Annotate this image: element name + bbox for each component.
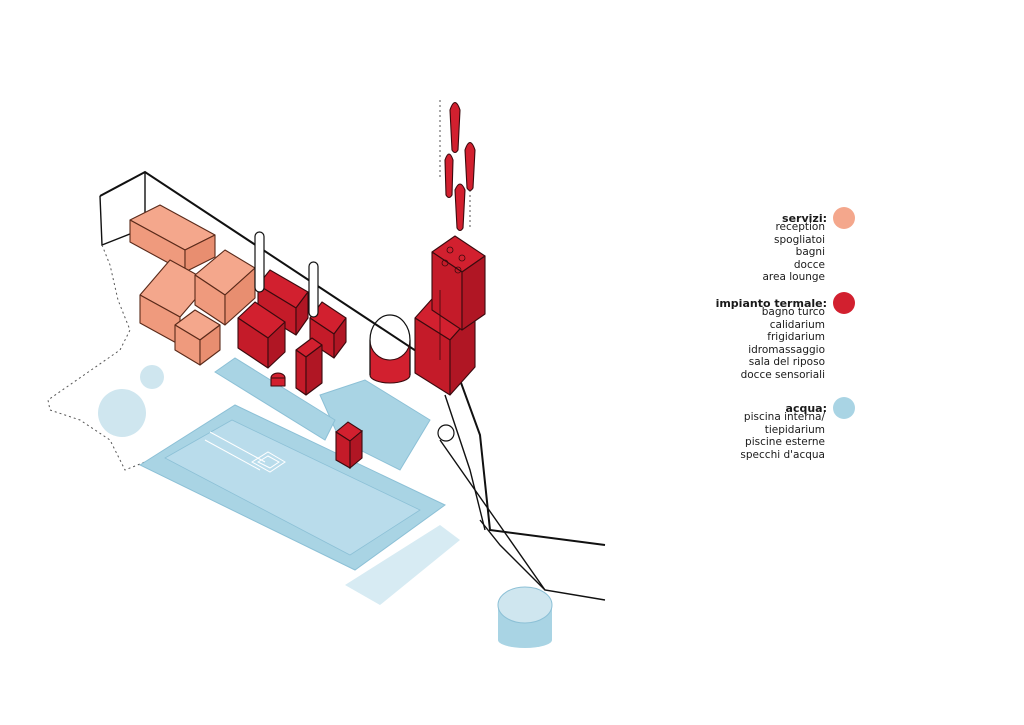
red-cube-pool (335, 421, 363, 470)
site-outline (99, 170, 606, 601)
legend-item: spogliatoi (774, 233, 825, 246)
tubes (254, 231, 411, 375)
legend-item: piscine esterne (745, 436, 825, 449)
water-circle-large (98, 389, 146, 437)
legend-item: frigidarium (767, 331, 825, 344)
legend-title: impianto termale: (715, 296, 827, 310)
legend-title: acqua: (785, 401, 827, 415)
legend-item: sala del riposo (748, 356, 825, 369)
legend-item: reception (775, 221, 825, 233)
water-circle-small (140, 365, 164, 389)
small-well (437, 424, 455, 442)
water-elements (98, 357, 553, 648)
legend-item: docce sensoriali (740, 368, 825, 381)
legend-color-dot (833, 207, 855, 229)
legend-head: impianto termale: (640, 292, 855, 314)
servizi-blocks (129, 204, 256, 366)
legend-item: area lounge (762, 271, 825, 284)
indoor-pool-basin (164, 419, 421, 556)
impianto-blocks (237, 101, 486, 396)
legend-head: servizi: (640, 207, 855, 229)
pool-steps (204, 431, 286, 473)
legend-item: docce (793, 258, 825, 271)
legend-item: bagni (795, 246, 825, 259)
legend-item: piscina interna/ tiepidarium (743, 411, 825, 436)
outdoor-pool-lower (345, 525, 460, 605)
tower-details (439, 246, 466, 360)
legend-title: servizi: (782, 211, 827, 225)
legend-color-dot (833, 397, 855, 419)
legend-head: acqua: (640, 397, 855, 419)
outdoor-pool-cylinder (497, 586, 553, 648)
legend-item: idromassaggio (748, 343, 825, 356)
legend-item: specchi d'acqua (740, 448, 825, 461)
legend-color-dot (833, 292, 855, 314)
water-channel (214, 357, 336, 441)
legend-item: calidarium (769, 318, 825, 331)
legend-item: bagno turco (761, 306, 825, 318)
